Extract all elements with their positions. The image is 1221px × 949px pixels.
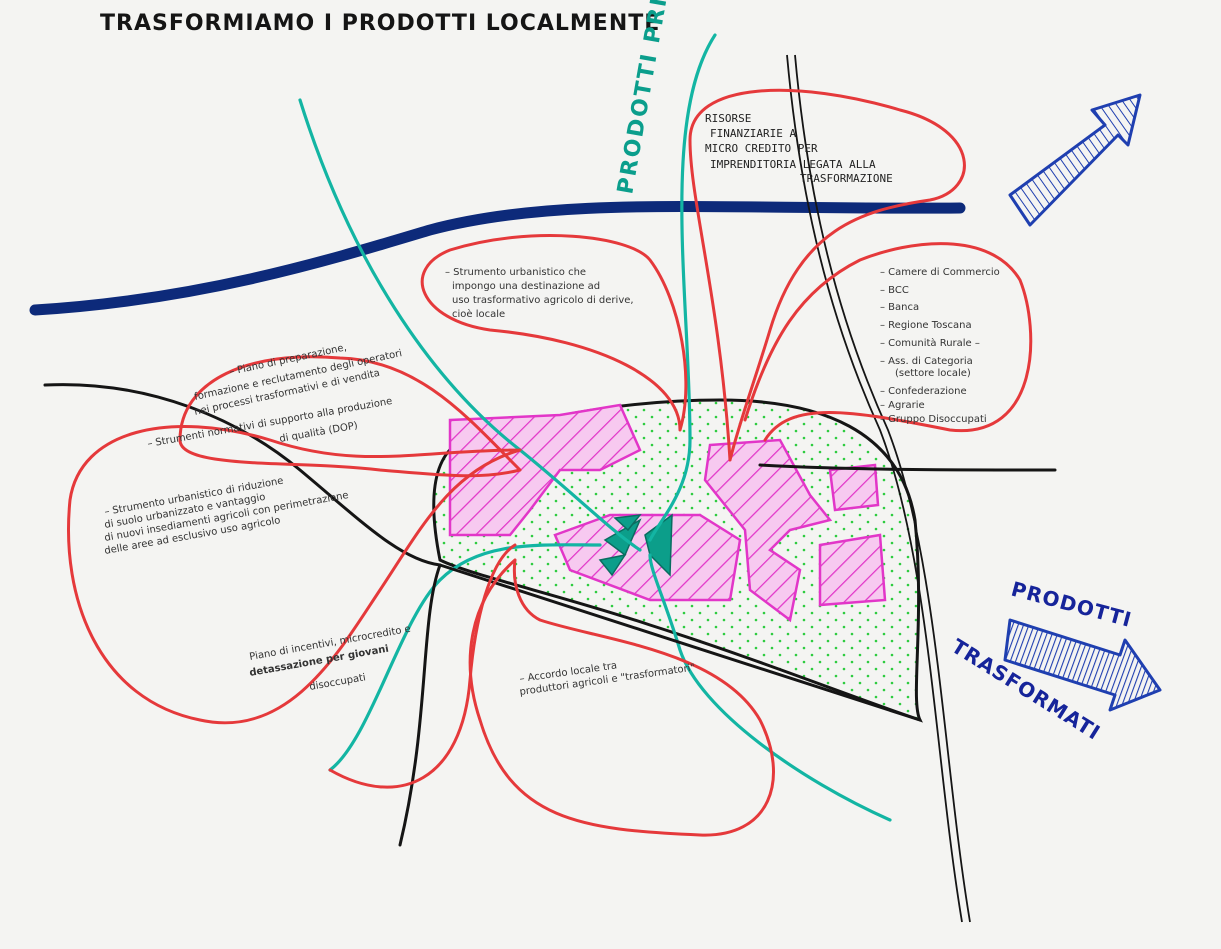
svg-text:uso trasformativo agricolo di: uso trasformativo agricolo di derive, [452, 295, 634, 306]
blue-arrow-top [1008, 93, 1142, 227]
svg-text:– Agrarie: – Agrarie [880, 400, 925, 411]
river [29, 200, 966, 316]
svg-text:impongo una destinazione ad: impongo una destinazione ad [452, 281, 600, 292]
svg-text:cioè locale: cioè locale [452, 308, 505, 320]
svg-text:– Camere di Commercio: – Camere di Commercio [880, 267, 1000, 278]
svg-text:RISORSE: RISORSE [705, 112, 751, 125]
svg-text:MICRO CREDITO PER: MICRO CREDITO PER [705, 142, 818, 155]
svg-text:(settore locale): (settore locale) [895, 368, 971, 379]
text-strumento-top: – Strumento urbanistico che impongo una … [445, 267, 634, 320]
svg-text:FINANZIARIE A: FINANZIARIE A [710, 127, 796, 140]
railway [786, 54, 971, 923]
text-lista: – Camere di Commercio – BCC – Banca – Re… [880, 267, 1000, 425]
red-balloons [67, 88, 1033, 837]
balloon-strumento-top [420, 234, 688, 432]
svg-text:– Strumento urbanistico che: – Strumento urbanistico che [445, 267, 586, 278]
page-title: TRASFORMIAMO I PRODOTTI LOCALMENTE [100, 11, 660, 36]
text-piano-incentivi: Piano di incentivi, microcredito e detas… [249, 624, 412, 693]
text-strumento-left: – Strumento urbanistico di riduzione di … [104, 476, 350, 557]
hatched-block-4 [818, 533, 887, 607]
svg-text:– Banca: – Banca [880, 302, 919, 313]
balloon-piano-prep [178, 355, 522, 478]
balloon-piano-incentivi [328, 543, 517, 789]
svg-text:– Comunità Rurale –: – Comunità Rurale – [880, 337, 980, 349]
svg-text:– Gruppo Disoccupati: – Gruppo Disoccupati [880, 414, 987, 425]
label-prodotti: PRODOTTI [1009, 577, 1135, 632]
balloon-left [67, 425, 522, 725]
hatched-block-5 [828, 463, 880, 512]
text-accordo: – Accordo locale tra produttori agricoli… [519, 660, 696, 698]
svg-text:– Ass. di Categoria: – Ass. di Categoria [880, 356, 973, 367]
balloon-risorse [688, 88, 966, 462]
blue-arrow-bottom [1003, 618, 1162, 712]
svg-text:IMPRENDITORIA LEGATA ALLA: IMPRENDITORIA LEGATA ALLA [710, 158, 876, 171]
svg-text:TRASFORMAZIONE: TRASFORMAZIONE [800, 172, 893, 185]
balloon-lista [743, 242, 1033, 442]
hatched-block-2 [553, 513, 742, 602]
hatched-blocks [448, 403, 887, 623]
svg-text:– Confederazione: – Confederazione [880, 386, 967, 397]
teal-flows [298, 33, 892, 822]
svg-text:– Regione Toscana: – Regione Toscana [880, 320, 972, 331]
text-risorse: RISORSE FINANZIARIE A MICRO CREDITO PER … [705, 112, 893, 185]
svg-text:– BCC: – BCC [880, 285, 909, 296]
balloon-accordo [468, 558, 775, 837]
hatched-block-3 [703, 438, 833, 623]
